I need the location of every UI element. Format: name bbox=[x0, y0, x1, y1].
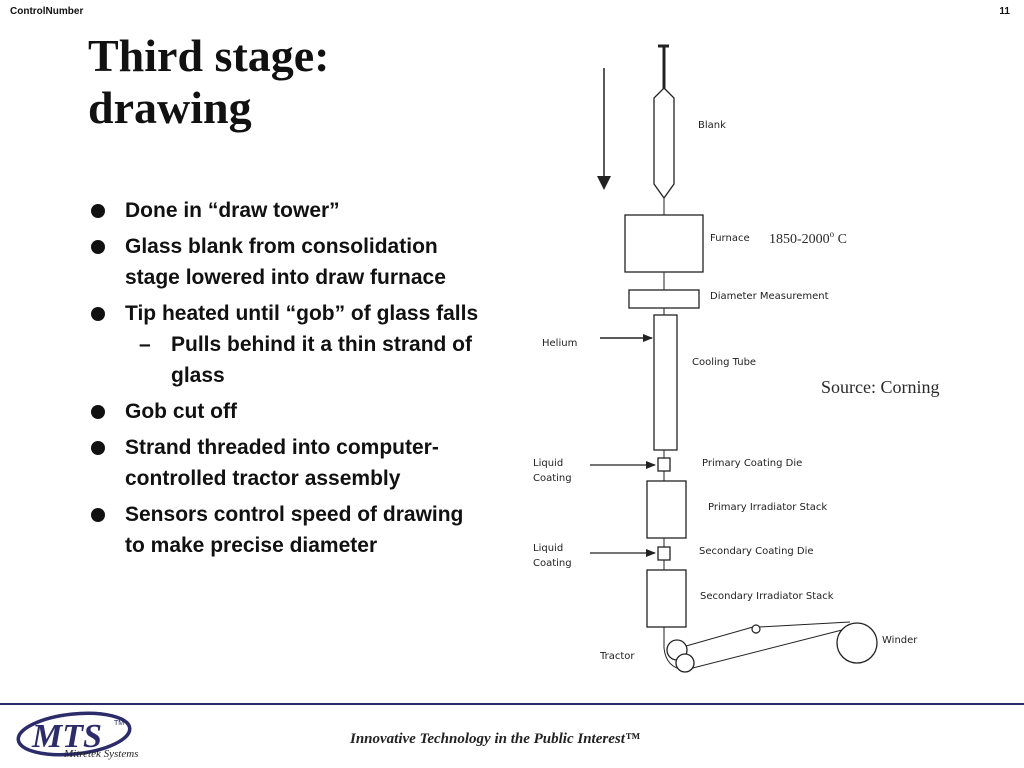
bullet-item: Tip heated until “gob” of glass falls –P… bbox=[88, 298, 488, 391]
label-furnace: Furnace bbox=[710, 233, 750, 244]
draw-tower-diagram: Blank Furnace Diameter Measurement Heliu… bbox=[533, 44, 940, 673]
sub-bullet-list: –Pulls behind it a thin strand of glass bbox=[125, 329, 488, 391]
tractor-wheel-2 bbox=[675, 653, 695, 673]
label-liquid-2: Liquid bbox=[533, 543, 563, 554]
source-credit: Source: Corning bbox=[821, 377, 940, 397]
bullet-dot-icon bbox=[91, 204, 105, 218]
bullet-text: Done in “draw tower” bbox=[125, 199, 340, 222]
glass-blank bbox=[653, 87, 675, 200]
bullet-item: Gob cut off bbox=[88, 396, 488, 427]
control-number-label: ControlNumber bbox=[10, 6, 84, 17]
footer-tagline: Innovative Technology in the Public Inte… bbox=[350, 731, 640, 747]
bullet-text: Strand threaded into computer-controlled… bbox=[125, 436, 439, 490]
slide-title: Third stage: drawing bbox=[88, 30, 330, 134]
blank-holder bbox=[658, 44, 669, 90]
furnace-box bbox=[624, 214, 704, 273]
label-primary-coating-die: Primary Coating Die bbox=[702, 458, 802, 469]
logo-tm: TM bbox=[114, 720, 124, 727]
bullet-text: Glass blank from consolidation stage low… bbox=[125, 235, 446, 289]
label-blank: Blank bbox=[698, 120, 726, 131]
temperature-unit: C bbox=[834, 232, 847, 247]
label-helium: Helium bbox=[542, 338, 577, 349]
slide-title-line2: drawing bbox=[88, 82, 252, 133]
down-arrow-icon bbox=[597, 68, 611, 190]
bullet-item: Strand threaded into computer-controlled… bbox=[88, 432, 488, 494]
label-coating-2: Coating bbox=[533, 558, 572, 569]
label-primary-irradiator-stack: Primary Irradiator Stack bbox=[708, 502, 827, 513]
label-coating-1: Coating bbox=[533, 473, 572, 484]
bullet-dot-icon bbox=[91, 240, 105, 254]
secondary-irradiator-stack bbox=[646, 569, 687, 628]
bullet-text: Sensors control speed of drawing to make… bbox=[125, 503, 464, 557]
label-tractor: Tractor bbox=[599, 651, 635, 662]
cooling-tube bbox=[653, 314, 678, 451]
label-secondary-coating-die: Secondary Coating Die bbox=[699, 546, 814, 557]
primary-coating-die bbox=[657, 457, 671, 472]
bullet-item: Sensors control speed of drawing to make… bbox=[88, 499, 488, 561]
bullet-item: Done in “draw tower” bbox=[88, 195, 488, 226]
logo-subtitle: Mitretek Systems bbox=[63, 748, 138, 760]
winder-drum bbox=[836, 622, 878, 664]
slide-title-line1: Third stage: bbox=[88, 30, 330, 81]
idler-pulley bbox=[751, 624, 761, 634]
temperature-value: 1850-2000 bbox=[769, 232, 830, 247]
bullet-dot-icon bbox=[91, 508, 105, 522]
label-secondary-irradiator-stack: Secondary Irradiator Stack bbox=[700, 591, 834, 602]
bullet-text: Tip heated until “gob” of glass falls bbox=[125, 302, 479, 325]
page-number: 11 bbox=[999, 6, 1010, 17]
label-liquid-1: Liquid bbox=[533, 458, 563, 469]
label-cooling-tube: Cooling Tube bbox=[692, 357, 756, 368]
logo-mark-text: MTS bbox=[31, 718, 102, 755]
furnace-temperature: 1850-2000o C bbox=[769, 229, 847, 247]
footer-divider bbox=[0, 703, 1024, 705]
label-diameter-measurement: Diameter Measurement bbox=[710, 291, 829, 302]
dash-icon: – bbox=[139, 333, 151, 356]
diameter-measurement-box bbox=[628, 289, 700, 309]
bullet-text: Gob cut off bbox=[125, 400, 237, 423]
bullet-dot-icon bbox=[91, 405, 105, 419]
bullet-dot-icon bbox=[91, 441, 105, 455]
label-winder: Winder bbox=[882, 635, 918, 646]
bullet-item: Glass blank from consolidation stage low… bbox=[88, 231, 488, 293]
sub-bullet-text: Pulls behind it a thin strand of glass bbox=[171, 333, 473, 387]
mts-logo: MTS TM Mitretek Systems bbox=[16, 711, 138, 760]
secondary-coating-die bbox=[657, 546, 671, 561]
bullet-dot-icon bbox=[91, 307, 105, 321]
bullet-list: Done in “draw tower” Glass blank from co… bbox=[88, 195, 488, 566]
sub-bullet-item: –Pulls behind it a thin strand of glass bbox=[125, 329, 488, 391]
temperature-degree: o bbox=[830, 229, 835, 239]
primary-irradiator-stack bbox=[646, 480, 687, 539]
